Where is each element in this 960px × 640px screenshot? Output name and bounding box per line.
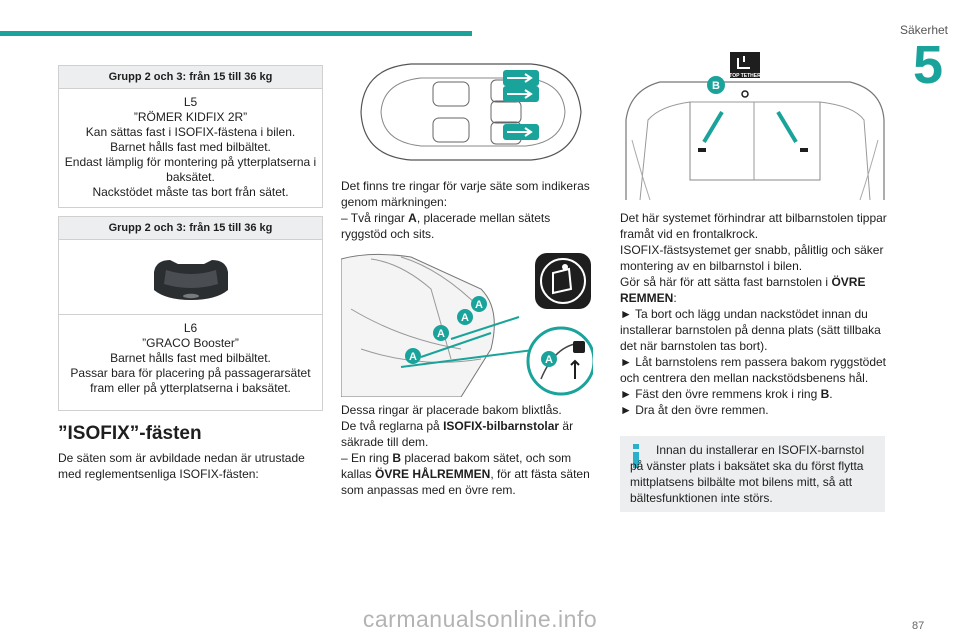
label-a-badge: A — [405, 348, 421, 364]
label-b-badge: B — [707, 76, 725, 94]
step-4: ► Dra åt den övre remmen. — [620, 403, 769, 417]
top-tether-sign: TOP TETHER — [729, 52, 761, 79]
booster-seat-image — [154, 260, 228, 300]
seat-desc-line: Barnet hålls fast med bilbältet. — [110, 351, 271, 365]
rings-a-line: – Två ringar A, placerade mellan sätets … — [341, 211, 551, 241]
watermark: carmanualsonline.info — [362, 606, 598, 632]
seat-desc-line: Barnet hålls fast med bilbältet. — [110, 140, 271, 154]
label-a-badge: A — [471, 296, 487, 312]
table-body: L5 ”RÖMER KIDFIX 2R” Kan sättas fast i I… — [59, 89, 322, 206]
child-seat-table-l5: Grupp 2 och 3: från 15 till 36 kg L5 ”RÖ… — [58, 65, 323, 208]
chapter-number: 5 — [912, 35, 944, 95]
seat-code: L6 — [183, 321, 198, 335]
isofix-latches: De två reglarna på ISOFIX-bilbarnstolar … — [341, 419, 574, 449]
booster-image-cell — [59, 240, 322, 315]
label-a-badge: A — [541, 351, 557, 367]
section-title: Säkerhet — [899, 23, 948, 37]
seat-desc-line: Kan sättas fast i ISOFIX-fästena i bilen… — [85, 125, 296, 139]
isofix-rings-illustration: A A A A A — [341, 253, 593, 397]
step-2: ► Låt barnstolens rem passera bakom rygg… — [620, 355, 887, 385]
label-a-badge: A — [433, 325, 449, 341]
tether-howto: Gör så här för att sätta fast barnstolen… — [620, 275, 866, 305]
tether-purpose: Det här systemet förhindrar att bilbarns… — [620, 211, 887, 241]
ring-closeup — [526, 326, 593, 396]
child-seat-table-l6: Grupp 2 och 3: från 15 till 36 kg L6 ”GR… — [58, 216, 323, 411]
rings-location: Dessa ringar är placerade bakom blixtlås… — [341, 403, 562, 417]
info-note-text: Innan du installerar en ISOFIX-barnstol … — [630, 443, 865, 505]
step-3: ► Fäst den övre remmens krok i ring B. — [620, 387, 833, 401]
middle-text-top: Det finns tre ringar för varje säte som … — [341, 178, 593, 242]
info-note: Innan du installerar en ISOFIX-barnstol … — [620, 436, 885, 512]
seat-model: ”RÖMER KIDFIX 2R” — [133, 110, 248, 124]
svg-text:A: A — [461, 312, 469, 324]
label-a-badge: A — [457, 309, 473, 325]
svg-text:B: B — [712, 80, 720, 92]
page-number: 87 — [912, 620, 925, 632]
car-top-view-illustration — [360, 63, 582, 161]
seat-desc-line: Nackstödet måste tas bort från sätet. — [92, 185, 289, 199]
rings-intro: Det finns tre ringar för varje säte som … — [341, 179, 590, 209]
ring-b-line: – En ring B placerad bakom sätet, och so… — [341, 451, 590, 497]
middle-text-bottom: Dessa ringar är placerade bakom blixtlås… — [341, 402, 593, 498]
isofix-sticker-icon — [535, 253, 591, 309]
svg-text:TOP TETHER: TOP TETHER — [729, 73, 761, 79]
table-heading: Grupp 2 och 3: från 15 till 36 kg — [59, 66, 322, 89]
isofix-intro: De säten som är avbildade nedan är utrus… — [58, 451, 305, 481]
isofix-benefits: ISOFIX-fästsystemet ger snabb, pålitlig … — [620, 243, 884, 273]
right-text: Det här systemet förhindrar att bilbarns… — [620, 210, 888, 418]
header-accent-bar — [0, 31, 472, 36]
seat-desc-line: Endast lämplig för montering på ytterpla… — [64, 155, 317, 184]
svg-text:A: A — [409, 351, 417, 363]
top-tether-illustration: TOP TETHER B — [625, 52, 885, 200]
svg-text:A: A — [437, 328, 445, 340]
svg-text:A: A — [475, 299, 483, 311]
table-heading: Grupp 2 och 3: från 15 till 36 kg — [59, 217, 322, 240]
step-1: ► Ta bort och lägg undan nackstödet inna… — [620, 307, 881, 353]
isofix-heading: ”ISOFIX”-fästen — [58, 423, 202, 444]
seat-code: L5 — [183, 95, 198, 109]
svg-text:A: A — [545, 354, 553, 366]
info-icon — [633, 444, 639, 468]
seat-desc-line: Passar bara för placering på passagerars… — [70, 366, 311, 395]
seat-model: ”GRACO Booster” — [142, 336, 239, 350]
table-body: L6 ”GRACO Booster” Barnet hålls fast med… — [59, 315, 322, 402]
